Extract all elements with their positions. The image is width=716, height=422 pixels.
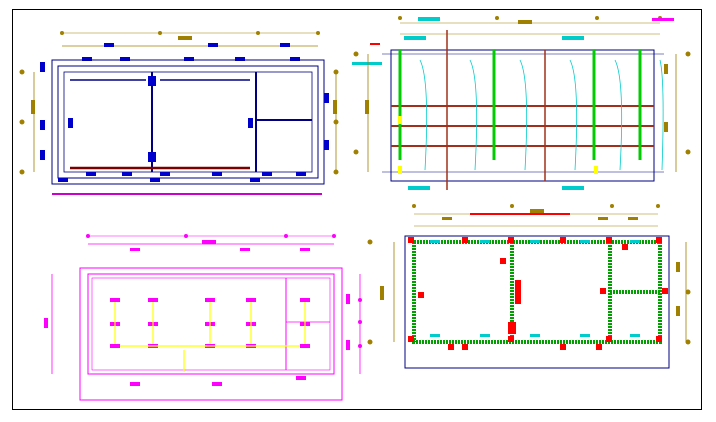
drawing-frame — [12, 9, 702, 410]
roof-framing-panel — [352, 16, 691, 190]
foundation-plan-panel — [367, 204, 691, 369]
electrical-plan-panel — [44, 234, 362, 401]
floor-plan-panel — [19, 31, 339, 195]
